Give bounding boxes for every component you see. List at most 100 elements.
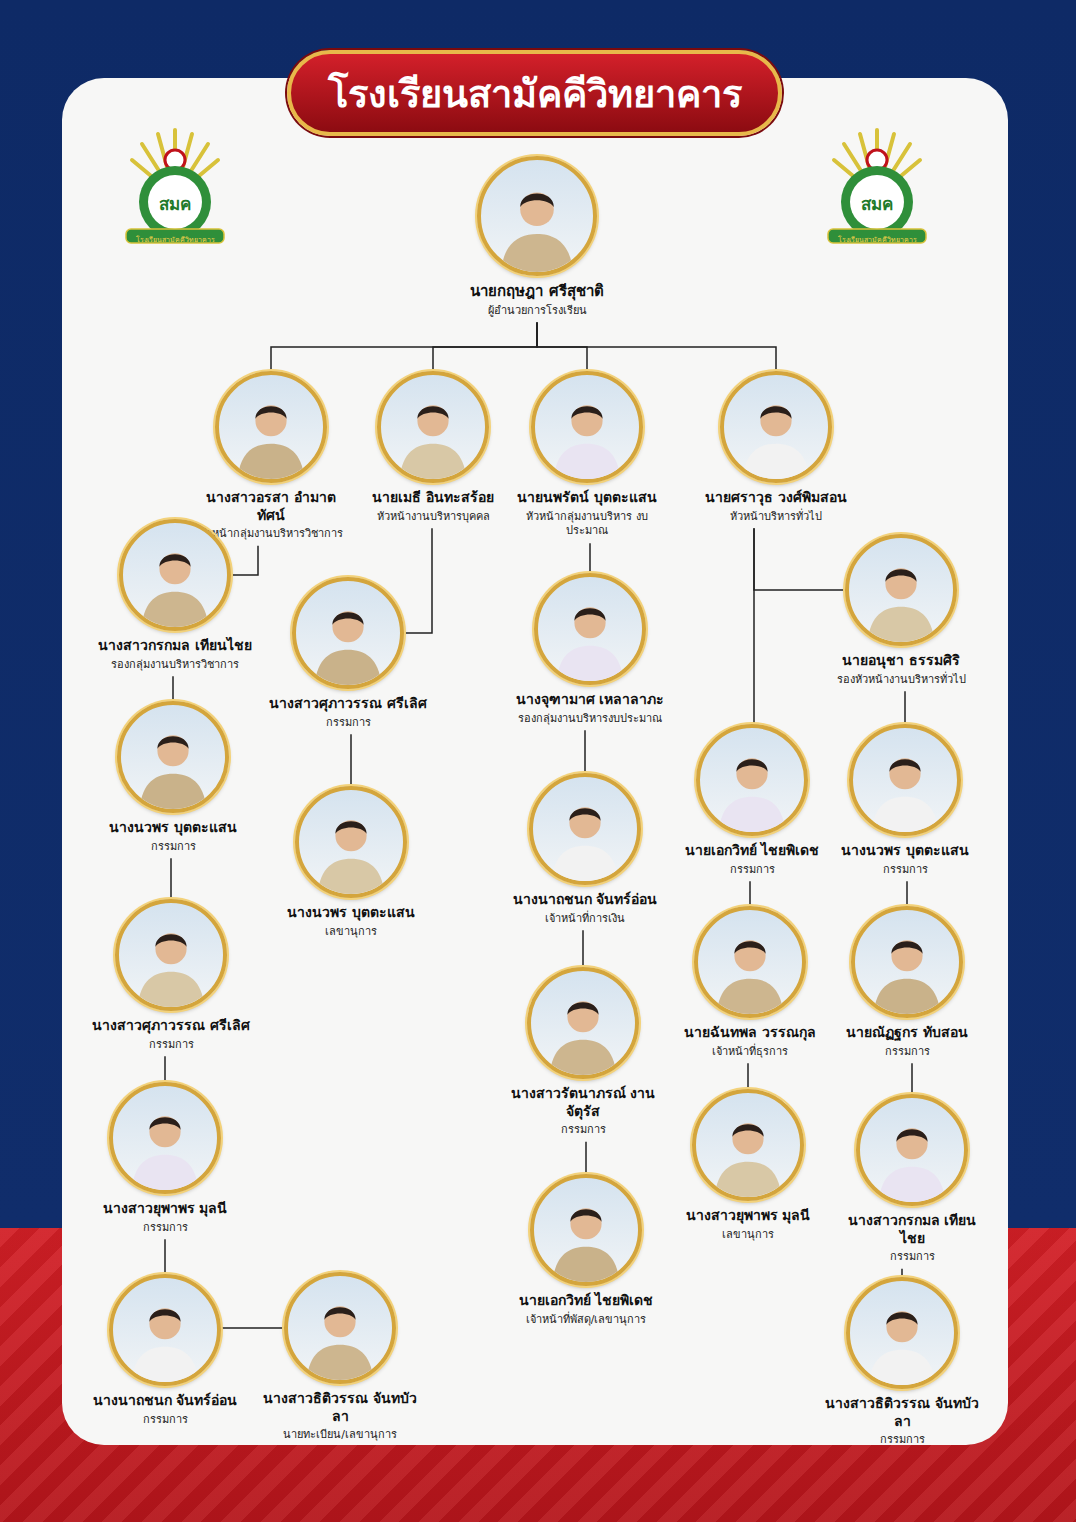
person-node: นางนาถชนก จันทร์อ่อนเจ้าหน้าที่การเงิน: [505, 773, 665, 926]
portrait-figure: [855, 910, 959, 1014]
person-node: นางสาวธิติวรรณ จันทบัวลากรรมการ: [822, 1277, 982, 1448]
person-node: นายเมธี อินทะสร้อยหัวหน้างานบริหารบุคคล: [357, 371, 509, 524]
connector-line: [221, 1327, 284, 1329]
photo-circle: [527, 967, 639, 1079]
person-name: นายอนุชา ธรรมศิริ: [842, 652, 960, 670]
connector-line: [172, 676, 174, 701]
person-node: นายศราวุธ วงศ์พิมสอนหัวหน้าบริหารทั่วไป: [691, 371, 861, 524]
person-node: นางสาวยุพาพร มุลนีเลขานุการ: [673, 1089, 823, 1242]
person-node: นางนวพร บุตตะแสนเลขานุการ: [266, 786, 436, 939]
person-name: นางสาวกรกมล เทียนไชย: [837, 1212, 987, 1247]
portrait-figure: [534, 1178, 638, 1282]
photo-circle: [534, 573, 646, 685]
person-name: นายนพรัตน์ บุตตะแสน: [517, 489, 657, 507]
person-node: นางนวพร บุตตะแสนกรรมการ: [88, 701, 258, 854]
person-node: นางสาวยุพาพร มุลนีกรรมการ: [80, 1082, 250, 1235]
photo-circle: [720, 371, 832, 483]
person-name: นางนวพร บุตตะแสน: [841, 842, 969, 860]
connector-line: [164, 1239, 166, 1274]
person-name: นายเอกวิทย์ ไชยพิเดช: [519, 1292, 654, 1310]
connector-line: [164, 1056, 166, 1082]
photo-circle: [694, 906, 806, 1018]
portrait-figure: [700, 728, 804, 832]
person-role: รองกลุ่มงานบริหารวิชาการ: [111, 658, 239, 673]
person-node: นางสาวกรกมล เทียนไชยรองกลุ่มงานบริหารวิช…: [90, 519, 260, 672]
person-node: นายอนุชา ธรรมศิริรองหัวหน้างานบริหารทั่ว…: [821, 534, 981, 687]
person-role: กรรมการ: [883, 863, 928, 878]
person-name: นางนวพร บุตตะแสน: [287, 904, 415, 922]
portrait-figure: [113, 1278, 217, 1382]
connector-line: [170, 858, 172, 899]
connector-line: [749, 881, 751, 906]
portrait-figure: [123, 523, 227, 627]
person-node: นายกฤษฎา ศรีสุชาติผู้อำนวยการโรงเรียน: [417, 156, 657, 319]
connector-line: [911, 1063, 913, 1094]
person-name: นายเมธี อินทะสร้อย: [372, 489, 494, 507]
photo-circle: [377, 371, 489, 483]
person-node: นายเอกวิทย์ ไชยพิเดชกรรมการ: [677, 724, 827, 877]
connector-line: [350, 734, 352, 786]
person-name: นางสาวกรกมล เทียนไชย: [98, 637, 252, 655]
title-banner: โรงเรียนสามัคคีวิทยาคาร: [287, 50, 782, 136]
person-role: ผู้อำนวยการโรงเรียน: [488, 304, 587, 319]
logo-ribbon-text: โรงเรียนสามัคคีวิทยาคาร: [822, 234, 932, 245]
portrait-figure: [849, 538, 953, 642]
title-text: โรงเรียนสามัคคีวิทยาคาร: [328, 63, 742, 124]
portrait-figure: [724, 375, 828, 479]
connector-line: [584, 730, 586, 773]
connector-line: [582, 930, 584, 967]
photo-circle: [109, 1082, 221, 1194]
person-node: นางจุฑามาศ เหลาลาภะรองกลุ่มงานบริหารงบปร…: [503, 573, 678, 726]
portrait-figure: [121, 705, 225, 809]
connector-line: [754, 528, 845, 590]
person-name: นางสาวธิติวรรณ จันทบัวลา: [258, 1390, 423, 1425]
person-name: นายณัฏฐกร ทับสอน: [846, 1024, 968, 1042]
photo-circle: [109, 1274, 221, 1386]
person-role: เจ้าหน้าที่การเงิน: [545, 912, 625, 927]
photo-circle: [851, 906, 963, 1018]
person-node: นางสาวธิติวรรณ จันทบัวลานายทะเบียน/เลขาน…: [258, 1272, 423, 1443]
person-name: นายกฤษฎา ศรีสุชาติ: [470, 282, 603, 301]
person-role: หัวหน้าบริหารทั่วไป: [730, 510, 822, 525]
person-role: กรรมการ: [561, 1123, 606, 1138]
portrait-figure: [850, 1281, 954, 1385]
connector-line: [753, 528, 755, 724]
photo-circle: [856, 1094, 968, 1206]
person-role: รองหัวหน้างานบริหารทั่วไป: [837, 673, 966, 688]
logo-ribbon-text: โรงเรียนสามัคคีวิทยาคาร: [120, 234, 230, 245]
person-role: เจ้าหน้าที่ธุรการ: [712, 1045, 788, 1060]
person-node: นางนาถชนก จันทร์อ่อนกรรมการ: [85, 1274, 245, 1427]
portrait-figure: [119, 903, 223, 1007]
photo-circle: [845, 534, 957, 646]
connector-line: [589, 543, 591, 573]
person-role: หัวหน้ากลุ่มงานบริหาร งบประมาณ: [511, 510, 663, 540]
person-role: กรรมการ: [326, 716, 371, 731]
person-role: กรรมการ: [730, 863, 775, 878]
person-node: นางนวพร บุตตะแสนกรรมการ: [830, 724, 980, 877]
portrait-figure: [299, 790, 403, 894]
portrait-figure: [853, 728, 957, 832]
person-node: นางสาวศุภาวรรณ ศรีเลิศกรรมการ: [263, 577, 433, 730]
person-role: หัวหน้ากลุ่มงานบริหารวิชาการ: [199, 527, 343, 542]
photo-circle: [215, 371, 327, 483]
photo-circle: [529, 773, 641, 885]
person-node: นางสาวศุภาวรรณ ศรีเลิศกรรมการ: [86, 899, 256, 1052]
photo-circle: [692, 1089, 804, 1201]
person-role: กรรมการ: [880, 1433, 925, 1448]
connector-line: [433, 323, 537, 371]
person-name: นางสาวศุภาวรรณ ศรีเลิศ: [92, 1017, 250, 1035]
person-role: กรรมการ: [890, 1250, 935, 1265]
person-role: กรรมการ: [143, 1413, 188, 1428]
connector-line: [271, 323, 537, 371]
connector-line: [901, 1269, 903, 1277]
connector-line: [906, 881, 908, 906]
portrait-figure: [696, 1093, 800, 1197]
person-role: กรรมการ: [885, 1045, 930, 1060]
person-name: นางสาวยุพาพร มุลนี: [103, 1200, 228, 1218]
connector-line: [747, 1063, 749, 1089]
person-node: นางสาวรัตนาภรณ์ งานจัตุรัสกรรมการ: [503, 967, 663, 1138]
person-name: นางจุฑามาศ เหลาลาภะ: [516, 691, 665, 709]
person-role: เลขานุการ: [722, 1228, 774, 1243]
portrait-figure: [288, 1276, 392, 1380]
